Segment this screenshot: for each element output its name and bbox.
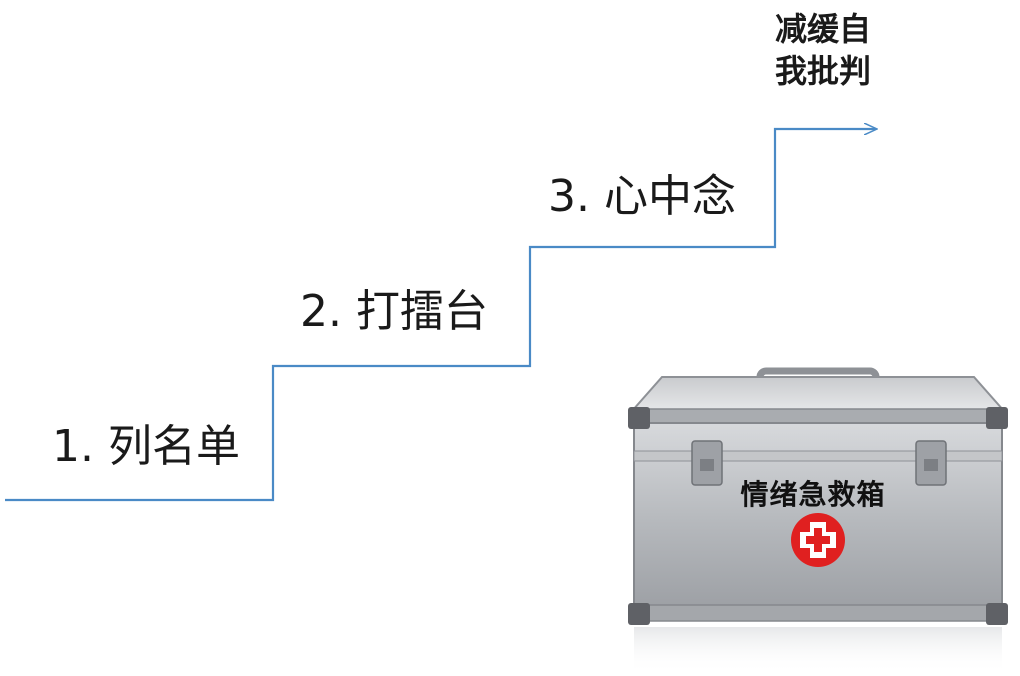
first-aid-kit-image [628, 367, 1008, 673]
first-aid-kit-label: 情绪急救箱 [740, 478, 886, 511]
goal-text: 减缓自 我批判 [768, 8, 878, 92]
goal-line-2: 我批判 [774, 52, 871, 90]
red-cross-icon [791, 513, 845, 567]
step-1-label: 1. 列名单 [52, 421, 240, 472]
step-2-label: 2. 打擂台 [300, 286, 488, 337]
step-3-label: 3. 心中念 [548, 171, 736, 222]
staircase-line [5, 129, 876, 502]
goal-line-1: 减缓自 [774, 10, 871, 48]
